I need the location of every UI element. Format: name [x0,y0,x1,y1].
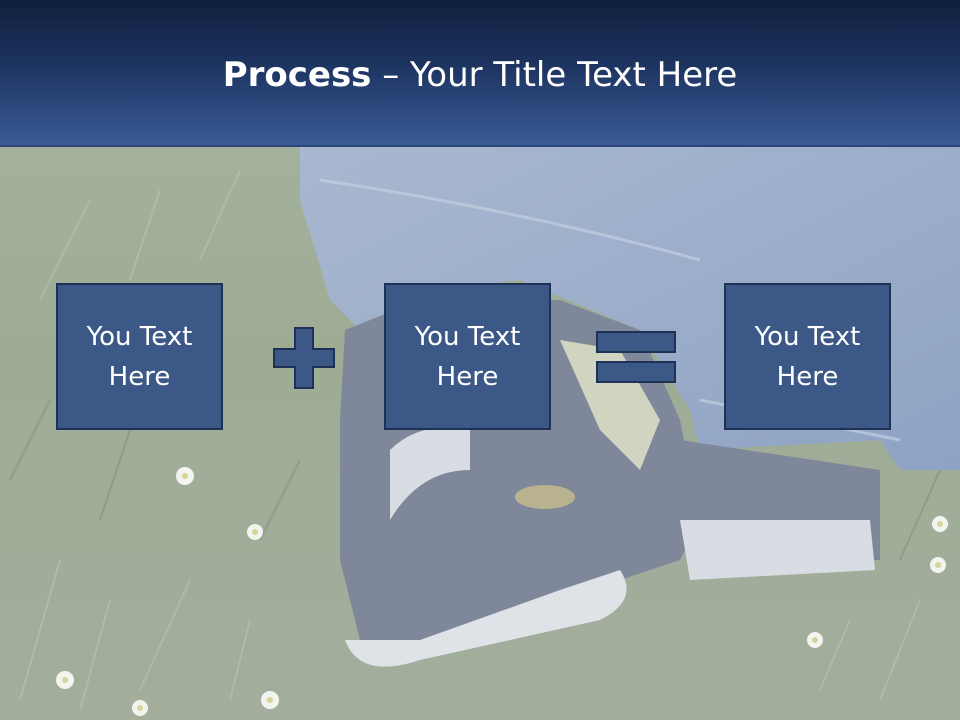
process-box-3[interactable]: You Text Here [724,283,891,430]
plus-icon [273,327,335,389]
process-box-3-text: You Text Here [754,321,861,392]
process-box-1[interactable]: You Text Here [56,283,223,430]
title-rest: – Your Title Text Here [371,55,738,95]
title-bold-word: Process [222,55,372,95]
process-box-2-text: You Text Here [414,321,521,392]
equals-icon [596,331,676,385]
process-box-1-text: You Text Here [86,321,193,392]
slide-title: Process – Your Title Text Here [0,52,960,98]
title-bar: Process – Your Title Text Here [0,0,960,147]
process-box-2[interactable]: You Text Here [384,283,551,430]
